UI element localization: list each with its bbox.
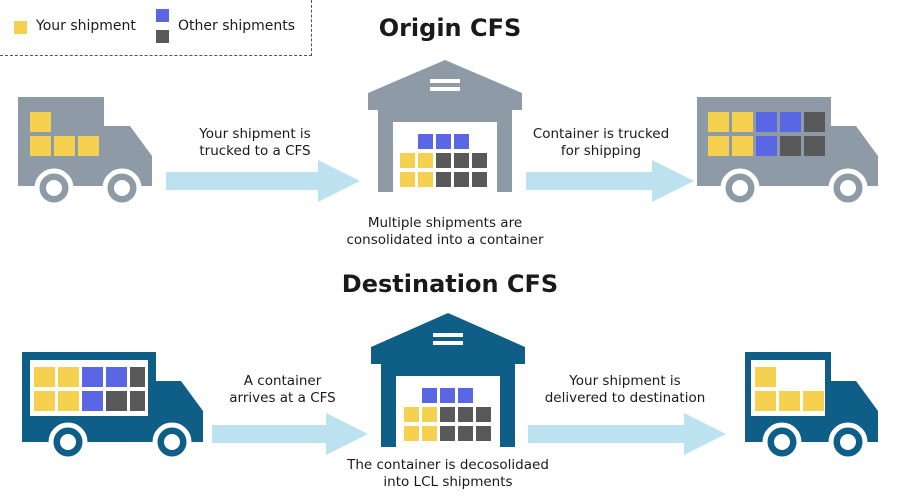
origin-arrow1-label: Your shipment is trucked to a CFS <box>180 126 330 160</box>
other-shipment-dark-swatch <box>156 30 169 43</box>
origin-arrow1-line2: trucked to a CFS <box>199 143 311 159</box>
your-shipment-swatch <box>14 21 27 34</box>
origin-warehouse-icon <box>368 60 522 192</box>
origin-arrow1-line1: Your shipment is <box>199 126 311 142</box>
destination-arrow1-label: A container arrives at a CFS <box>210 373 355 407</box>
destination-arrow-2 <box>528 413 726 455</box>
legend-your-shipment: Your shipment <box>36 18 136 34</box>
destination-arrow-1 <box>212 413 368 455</box>
destination-title: Destination CFS <box>341 270 559 298</box>
destination-delivery-truck-icon <box>745 352 878 462</box>
origin-arrow2-label: Container is trucked for shipping <box>526 126 676 160</box>
origin-caption-line2: consolidated into a container <box>346 232 544 248</box>
origin-pickup-truck-icon <box>18 97 152 208</box>
destination-arrival-truck-icon <box>22 352 203 462</box>
destination-caption-line1: The container is decosolidaed <box>347 457 549 473</box>
origin-arrow-1 <box>166 160 360 202</box>
destination-arrow1-line1: A container <box>243 373 322 389</box>
destination-arrow1-line2: arrives at a CFS <box>229 390 336 406</box>
origin-title: Origin CFS <box>378 14 522 42</box>
other-shipment-blue-swatch <box>156 9 169 22</box>
origin-arrow2-line2: for shipping <box>560 143 642 159</box>
origin-arrow-2 <box>526 160 694 202</box>
destination-arrow2-line2: delivered to destination <box>544 390 706 406</box>
origin-arrow2-line1: Container is trucked <box>532 126 670 142</box>
destination-arrow2-label: Your shipment is delivered to destinatio… <box>530 373 720 407</box>
destination-caption-line2: into LCL shipments <box>383 474 513 490</box>
origin-caption-line1: Multiple shipments are <box>367 215 523 231</box>
origin-caption: Multiple shipments are consolidated into… <box>340 215 550 249</box>
origin-shipping-truck-icon <box>697 97 878 208</box>
destination-caption: The container is decosolidaed into LCL s… <box>330 457 566 491</box>
destination-warehouse-icon <box>371 313 525 447</box>
destination-arrow2-line1: Your shipment is <box>569 373 681 389</box>
legend-other-shipments: Other shipments <box>178 18 296 34</box>
legend: Your shipment Other shipments <box>0 0 312 56</box>
